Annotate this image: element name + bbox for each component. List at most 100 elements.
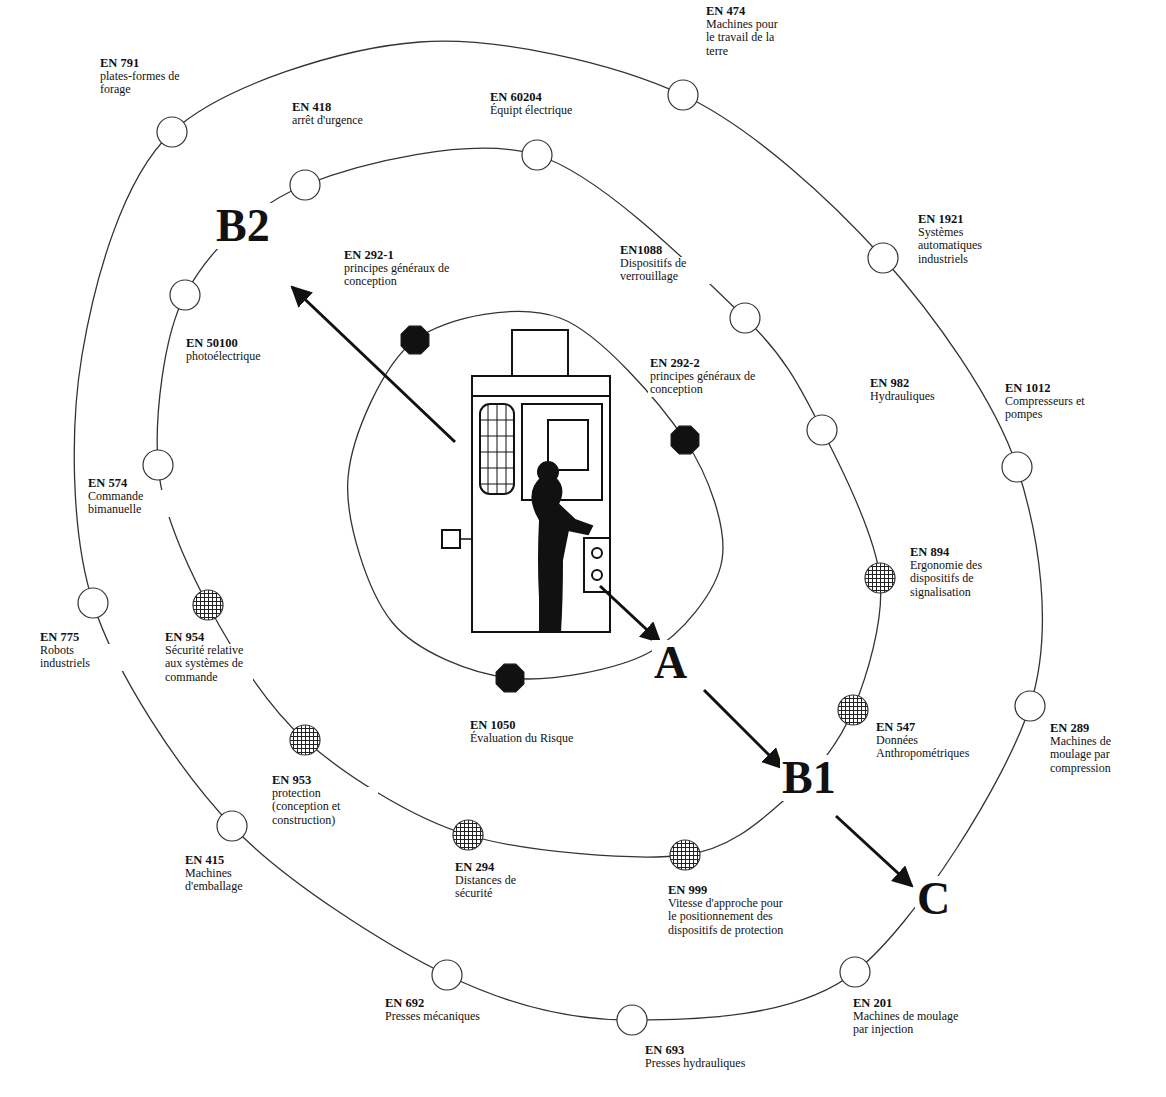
standard-title: arrêt d'urgence: [290, 114, 365, 127]
machine-illustration: [442, 330, 610, 632]
standard-number: EN 894: [908, 545, 951, 559]
standard-circle: [669, 424, 701, 456]
standard-number: EN 292-2: [648, 356, 702, 370]
standard-node: EN 201Machines de moulage par injection: [839, 956, 871, 988]
standard-circle: [864, 562, 896, 594]
standard-node: EN 574Commande bimanuelle: [142, 449, 174, 481]
standard-circle: [729, 302, 761, 334]
standard-text: EN 692Presses mécaniques: [383, 996, 503, 1023]
standard-title: protection (conception et construction): [270, 787, 378, 827]
standard-circle: [289, 169, 321, 201]
standard-text: EN 999Vitesse d'approche pour le positio…: [666, 883, 786, 937]
standard-circle: [452, 819, 484, 851]
standard-number: EN 50100: [184, 336, 240, 350]
standard-text: EN 474Machines pour le travail de la ter…: [704, 4, 790, 58]
standard-text: EN 574Commande bimanuelle: [86, 476, 176, 517]
standard-text: EN 50100photoélectrique: [184, 336, 294, 363]
standard-number: EN 999: [666, 883, 709, 897]
standard-text: EN 775Robots industriels: [38, 630, 128, 671]
standard-node: EN 292-1principes généraux de conception: [399, 324, 431, 356]
standard-title: Machines de moulage par compression: [1048, 735, 1154, 775]
standard-number: EN 954: [163, 630, 206, 644]
standard-title: Commande bimanuelle: [86, 490, 176, 517]
standard-node: EN 982Hydrauliques: [806, 414, 838, 446]
standard-text: EN 791plates-formes de forage: [98, 56, 208, 97]
standard-circle: [521, 139, 553, 171]
standard-circle: [431, 959, 463, 991]
ellipse-ring: [157, 148, 880, 857]
standard-title: Presses mécaniques: [383, 1010, 482, 1023]
standard-circle: [169, 279, 201, 311]
standard-circle: [142, 449, 174, 481]
standard-number: EN1088: [618, 243, 664, 257]
standard-circle: [289, 724, 321, 756]
standard-text: EN1088Dispositifs de verrouillage: [618, 243, 728, 284]
standard-circle: [806, 414, 838, 446]
standard-title: Dispositifs de verrouillage: [618, 257, 728, 284]
standard-text: EN 201Machines de moulage par injection: [851, 996, 971, 1037]
standard-node: EN 954Sécurité relative aux systèmes de …: [192, 589, 224, 621]
standard-number: EN 474: [704, 4, 747, 18]
standard-circle: [839, 956, 871, 988]
standard-title: Presses hydrauliques: [643, 1057, 747, 1070]
standard-node: EN 1012Compresseurs et pompes: [1001, 451, 1033, 483]
standard-text: EN 1050Évaluation du Risque: [468, 718, 608, 745]
standard-text: EN 292-1principes généraux de conception: [342, 248, 452, 289]
standard-node: EN 294Distances de sécurité: [452, 819, 484, 851]
standard-title: plates-formes de forage: [98, 70, 208, 97]
standard-circle: [77, 587, 109, 619]
standard-title: photoélectrique: [184, 350, 263, 363]
standard-node: EN 60204Équipt électrique: [521, 139, 553, 171]
level-label: B1: [780, 755, 838, 801]
standard-number: EN 1012: [1003, 381, 1053, 395]
standard-text: EN 292-2principes généraux de conception: [648, 356, 758, 397]
standard-title: Compresseurs et pompes: [1003, 395, 1103, 422]
standard-title: Machines d'emballage: [183, 867, 273, 894]
level-label: C: [915, 876, 952, 922]
standard-title: Sécurité relative aux systèmes de comman…: [163, 644, 253, 684]
standard-title: Machines de moulage par injection: [851, 1010, 971, 1037]
standard-node: EN 791plates-formes de forage: [156, 116, 188, 148]
standard-circle: [216, 810, 248, 842]
standard-circle: [867, 242, 899, 274]
standard-title: Hydrauliques: [868, 390, 937, 403]
standard-number: EN 292-1: [342, 248, 396, 262]
standard-node: EN 693Presses hydrauliques: [616, 1004, 648, 1036]
standard-text: EN 1921Systèmes automatiques industriels: [916, 212, 1016, 266]
standard-node: EN 692Presses mécaniques: [431, 959, 463, 991]
standard-node: EN 775Robots industriels: [77, 587, 109, 619]
standard-number: EN 294: [453, 860, 496, 874]
standard-title: principes généraux de conception: [648, 370, 758, 397]
standard-circle: [837, 694, 869, 726]
standard-number: EN 1050: [468, 718, 518, 732]
standard-number: EN 693: [643, 1043, 686, 1057]
standard-node: EN 1921Systèmes automatiques industriels: [867, 242, 899, 274]
standard-circle: [1014, 690, 1046, 722]
standard-node: EN 953protection (conception et construc…: [289, 724, 321, 756]
standard-node: EN 418arrêt d'urgence: [289, 169, 321, 201]
standard-number: EN 418: [290, 100, 333, 114]
standard-title: Machines pour le travail de la terre: [704, 18, 790, 58]
standard-number: EN 1921: [916, 212, 966, 226]
standard-circle: [616, 1004, 648, 1036]
standard-number: EN 60204: [488, 90, 544, 104]
standard-circle: [1001, 451, 1033, 483]
standard-node: EN 292-2principes généraux de conception: [669, 424, 701, 456]
standard-node: EN 894Ergonomie des dispositifs de signa…: [864, 562, 896, 594]
standard-text: EN 415Machines d'emballage: [183, 853, 273, 894]
standard-text: EN 894Ergonomie des dispositifs de signa…: [908, 545, 1018, 599]
arrow: [292, 287, 912, 886]
standard-number: EN 692: [383, 996, 426, 1010]
standard-circle: [192, 589, 224, 621]
standard-number: EN 415: [183, 853, 226, 867]
standard-text: EN 953protection (conception et construc…: [270, 773, 378, 827]
level-label: B2: [214, 203, 272, 249]
ellipse-ring: [74, 41, 1042, 1020]
standard-node: EN 474Machines pour le travail de la ter…: [667, 79, 699, 111]
standard-node: EN1088Dispositifs de verrouillage: [729, 302, 761, 334]
standard-text: EN 294Distances de sécurité: [453, 860, 553, 901]
standard-number: EN 289: [1048, 721, 1091, 735]
standard-node: EN 289Machines de moulage par compressio…: [1014, 690, 1046, 722]
standard-circle: [669, 839, 701, 871]
